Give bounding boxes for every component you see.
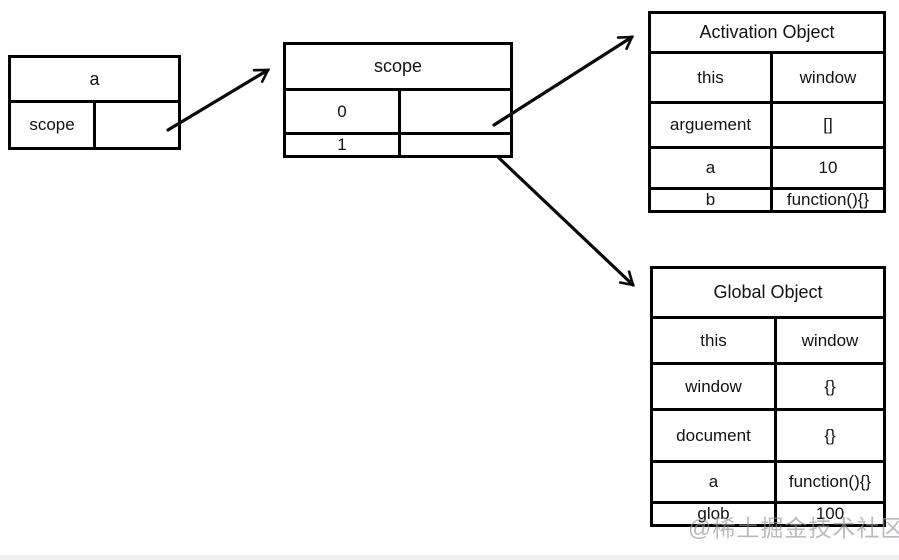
row-value-glob: 100	[815, 504, 845, 523]
row-key-document: document	[653, 411, 777, 460]
row-value-a: function(){}	[788, 472, 872, 491]
row-key-window: window	[653, 365, 777, 408]
table-row: this window	[653, 319, 883, 365]
table-row: b function(){}	[651, 190, 883, 210]
table-row: glob 100	[653, 504, 883, 524]
row-value-arguement: []	[823, 115, 833, 134]
row-key-arguement: arguement	[651, 104, 773, 146]
activation-object-table: Activation Object this window arguement …	[648, 11, 886, 213]
row-value-b: function(){}	[786, 190, 870, 209]
row-key-this: this	[653, 319, 777, 362]
row-value-window: {}	[824, 376, 836, 396]
table-row: window {}	[653, 365, 883, 411]
arrow-scope-0-to-activation-object	[492, 35, 635, 127]
page-bottom-strip	[0, 555, 899, 560]
row-key-index-0: 0	[286, 91, 401, 132]
row-key-index-1: 1	[286, 135, 401, 155]
row-key-a: a	[653, 463, 777, 501]
global-object-title: Global Object	[653, 269, 883, 319]
row-value-index-1-pointer	[401, 135, 510, 155]
arrow-scope-1-to-global-object	[497, 156, 635, 287]
arrow-a-scope-to-scope-table	[166, 68, 271, 132]
row-key-glob: glob	[653, 504, 777, 524]
function-a-title: a	[11, 58, 178, 103]
table-row: this window	[651, 54, 883, 104]
table-row: document {}	[653, 411, 883, 463]
table-row: 0	[286, 91, 510, 135]
table-row: arguement []	[651, 104, 883, 149]
table-row: scope	[11, 103, 178, 147]
row-key-a: a	[651, 149, 773, 187]
row-key-scope: scope	[11, 103, 96, 147]
row-value-scope-pointer	[96, 103, 178, 147]
row-key-b: b	[651, 190, 773, 210]
row-value-this: window	[799, 67, 857, 87]
row-value-a: 10	[818, 158, 838, 177]
table-row: 1	[286, 135, 510, 155]
scope-array-table: scope 0 1	[283, 42, 513, 158]
row-value-index-0-pointer	[401, 91, 510, 132]
table-row: a 10	[651, 149, 883, 190]
global-object-table: Global Object this window window {} docu…	[650, 266, 886, 527]
table-row: a function(){}	[653, 463, 883, 504]
row-value-document: {}	[824, 425, 836, 445]
function-a-box: a scope	[8, 55, 181, 150]
row-value-this: window	[801, 330, 859, 350]
scope-table-title: scope	[286, 45, 510, 91]
row-key-this: this	[651, 54, 773, 101]
activation-object-title: Activation Object	[651, 14, 883, 54]
